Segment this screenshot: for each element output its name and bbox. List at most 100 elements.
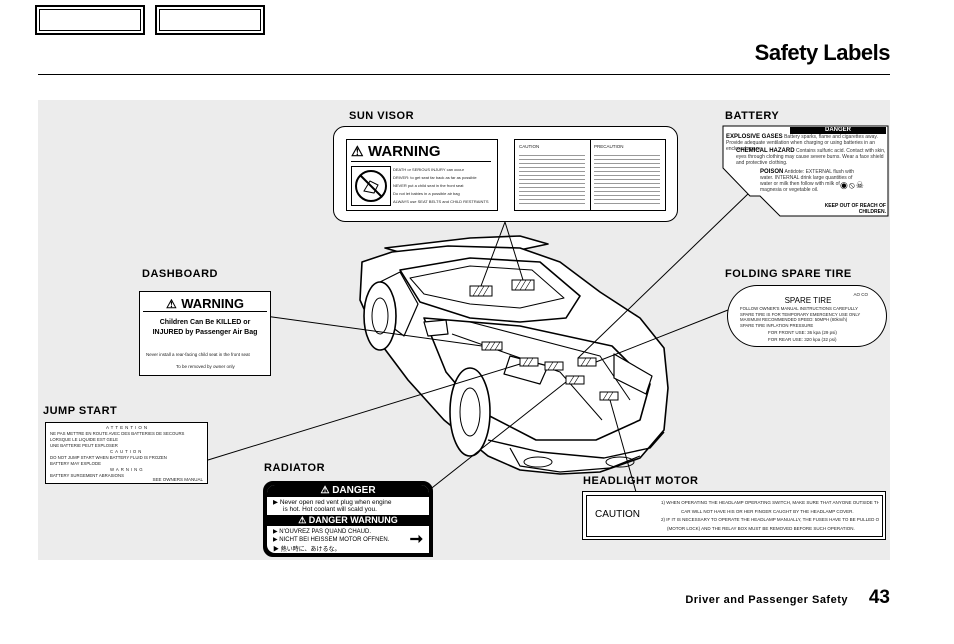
caption-headlight-motor: HEADLIGHT MOTOR xyxy=(583,475,699,487)
dashboard-warning-bar: ⚠ WARNING xyxy=(143,295,267,312)
sun-visor-warning-lines: DEATH or SERIOUS INJURY can occur DRIVER… xyxy=(393,166,493,206)
radiator-danger-bar: ⚠ DANGER xyxy=(267,485,429,497)
spare-tire-items: FOLLOW OWNER'S MANUAL INSTRUCTIONS CAREF… xyxy=(740,306,882,328)
battery-chemical-head: CHEMICAL HAZARD xyxy=(736,148,795,154)
spare-tire-item: FOLLOW OWNER'S MANUAL INSTRUCTIONS CAREF… xyxy=(740,306,859,311)
battery-danger-text: DANGER xyxy=(824,127,851,133)
headlight-line: 1) WHEN OPERATING THE HEADLAMP OPERATING… xyxy=(661,500,879,505)
jump-start-line: BATTERY MAY EXPLODE xyxy=(50,461,101,466)
spare-tire-heading: SPARE TIRE xyxy=(784,296,832,305)
headlight-line: (MOTOR LOCK) AND THE RELAY BOX MUST BE R… xyxy=(667,525,855,531)
jump-start-line: LORSQUE LE LIQUIDE EST GELE xyxy=(50,437,118,442)
headlight-line: CAR WILL NOT HAVE HIS OR HER FINGER CAUG… xyxy=(681,508,854,514)
page-number: 43 xyxy=(868,587,890,608)
sun-visor-line: Do not let babies in a possible air bag xyxy=(393,191,460,196)
jump-start-attention: ATTENTION xyxy=(106,425,150,430)
header-tab-box-1 xyxy=(35,5,145,35)
sun-visor-precaution-text xyxy=(594,152,660,206)
battery-danger-bar: DANGER xyxy=(790,127,886,134)
radiator-label: ⚠ DANGER ▶ Never open red vent plug when… xyxy=(263,481,433,557)
footer-section-title: Driver and Passenger Safety xyxy=(685,594,848,606)
child-warning-icon: ☠ xyxy=(855,180,865,190)
jump-start-line: NE PAS METTRE EN ROUTE AVEC DES BATTERIE… xyxy=(50,431,185,436)
radiator-de: ▶ NICHT BEI HEISSEM MOTOR OFFNEN. xyxy=(273,536,389,543)
radiator-line2: is hot. Hot coolant will scald you. xyxy=(283,506,377,513)
dashboard-warning-heading: WARNING xyxy=(181,296,245,311)
headlight-line: 2) IF IT IS NECESSARY TO OPERATE THE HEA… xyxy=(661,517,879,522)
jump-start-warning: WARNING xyxy=(110,467,145,472)
radiator-jp: ▶ 熱い時に、あけるな。 xyxy=(273,544,341,553)
sun-visor-divider xyxy=(590,140,591,210)
sun-visor-line: DEATH or SERIOUS INJURY can occur xyxy=(393,167,464,172)
jump-start-line: UNE BATTERIE PEUT EXPLOSER xyxy=(50,443,118,448)
jump-start-text: NE PAS METTRE EN ROUTE AVEC DES BATTERIE… xyxy=(50,431,206,479)
battery-hazard-icons: ◉⦸☠ xyxy=(840,180,884,194)
eye-protection-icon: ◉ xyxy=(840,180,849,190)
sun-visor-label: ⚠ WARNING DEATH or SERIOUS INJURY can oc… xyxy=(333,126,678,222)
radiator-jp-text: 熱い時に、あけるな。 xyxy=(280,547,341,553)
spare-tire-code: AO CO xyxy=(853,292,868,297)
spare-tire-item: MAXIMUM RECOMMENDED SPEED: 50MPH (80km/h… xyxy=(740,317,848,322)
dashboard-small1: Never install a rear-facing child seat i… xyxy=(146,352,250,357)
sun-visor-caution-panel: CAUTION PRECAUTION xyxy=(514,139,666,211)
spare-tire-rear: FOR REAR USE: 320 kpa (32 psi) xyxy=(768,337,837,342)
spare-tire-item: SPARE TIRE IS FOR TEMPORARY EMERGENCY US… xyxy=(740,311,861,317)
jump-start-line: DO NOT JUMP START WHEN BATTERY FLUID IS … xyxy=(50,455,167,460)
caption-battery: BATTERY xyxy=(725,110,780,122)
bullet-icon: ▶ xyxy=(273,529,278,535)
battery-explosive-head: EXPLOSIVE GASES xyxy=(726,134,783,140)
warning-triangle-icon: ⚠ xyxy=(165,297,177,311)
sun-visor-warning-panel: ⚠ WARNING DEATH or SERIOUS INJURY can oc… xyxy=(346,139,498,211)
caption-folding-spare-tire: FOLDING SPARE TIRE xyxy=(725,268,852,280)
radiator-fr-text: N'OUVREZ PAS QUAND CHAUD. xyxy=(279,529,372,535)
warning-heading-row: ⚠ WARNING xyxy=(351,143,491,162)
jump-start-line: BATTERY SURGEMENT ABRASIONS xyxy=(50,473,124,478)
headlight-inner-border xyxy=(586,495,883,537)
warning-triangle-icon: ⚠ xyxy=(351,143,364,159)
radiator-line1-text: Never open red vent plug when engine xyxy=(279,499,392,506)
dashboard-line1: Children Can Be KILLED or xyxy=(159,319,251,326)
dashboard-small2: To be removed by owner only xyxy=(176,364,235,369)
radiator-danger-text: DANGER xyxy=(332,485,376,496)
battery-poison-text: Antidote: EXTERNAL flush with water. INT… xyxy=(760,169,855,193)
jump-start-caution: CAUTION xyxy=(110,449,144,454)
sun-visor-line: DRIVER: to get seat far back as far as p… xyxy=(393,175,477,180)
radiator-danger-de-bar: ⚠ DANGER WARNUNG xyxy=(267,515,429,526)
sun-visor-warning-heading: WARNING xyxy=(368,143,441,160)
battery-keep-out: KEEP OUT OF REACH OF CHILDREN. xyxy=(824,203,886,215)
no-child-seat-icon xyxy=(351,166,391,206)
title-rule xyxy=(38,74,890,75)
bullet-icon: ▶ xyxy=(273,499,278,506)
radiator-line1: ▶ Never open red vent plug when engine xyxy=(273,498,391,506)
warning-triangle-icon: ⚠ xyxy=(320,485,330,496)
headlight-text: 1) WHEN OPERATING THE HEADLAMP OPERATING… xyxy=(661,499,879,533)
radiator-danger-de-text: DANGER WARNUNG xyxy=(308,515,398,525)
caption-sun-visor: SUN VISOR xyxy=(349,110,415,122)
sun-visor-caution-head: CAUTION xyxy=(519,144,540,149)
headlight-motor-label: CAUTION 1) WHEN OPERATING THE HEADLAMP O… xyxy=(582,491,886,540)
battery-chemical-text: Contains sulfuric acid. Contact with ski… xyxy=(736,148,886,166)
header-tab-box-2 xyxy=(155,5,265,35)
battery-poison-head: POISON xyxy=(760,169,784,175)
sun-visor-line: NEVER put a child seat in the front seat xyxy=(393,183,464,188)
battery-explosive: EXPLOSIVE GASES Battery sparks, flame an… xyxy=(726,134,886,152)
warning-triangle-icon: ⚠ xyxy=(298,515,307,525)
sun-visor-line: ALWAYS use SEAT BELTS and CHILD RESTRAIN… xyxy=(393,199,489,204)
spare-tire-item: SPARE TIRE INFLATION PRESSURE xyxy=(740,322,814,328)
headlight-caution: CAUTION xyxy=(595,509,640,520)
caption-jump-start: JUMP START xyxy=(43,405,118,417)
radiator-de-text: NICHT BEI HEISSEM MOTOR OFFNEN. xyxy=(279,537,390,543)
sun-visor-caution-text xyxy=(519,152,585,206)
bullet-icon: ▶ xyxy=(273,547,280,553)
dashboard-line2: INJURED by Passenger Air Bag xyxy=(152,329,258,336)
bullet-icon: ▶ xyxy=(273,537,278,543)
radiator-arrow-icon: ➞ xyxy=(409,531,423,548)
no-flame-icon: ⦸ xyxy=(848,180,856,190)
spare-tire-label: AO CO SPARE TIRE FOLLOW OWNER'S MANUAL I… xyxy=(727,285,887,347)
sun-visor-precaution-head: PRECAUTION xyxy=(594,144,624,149)
caption-radiator: RADIATOR xyxy=(264,462,326,474)
jump-start-label: ATTENTION NE PAS METTRE EN ROUTE AVEC DE… xyxy=(45,422,208,484)
battery-explosive-text: Battery sparks, flame and cigarettes awa… xyxy=(726,134,878,152)
